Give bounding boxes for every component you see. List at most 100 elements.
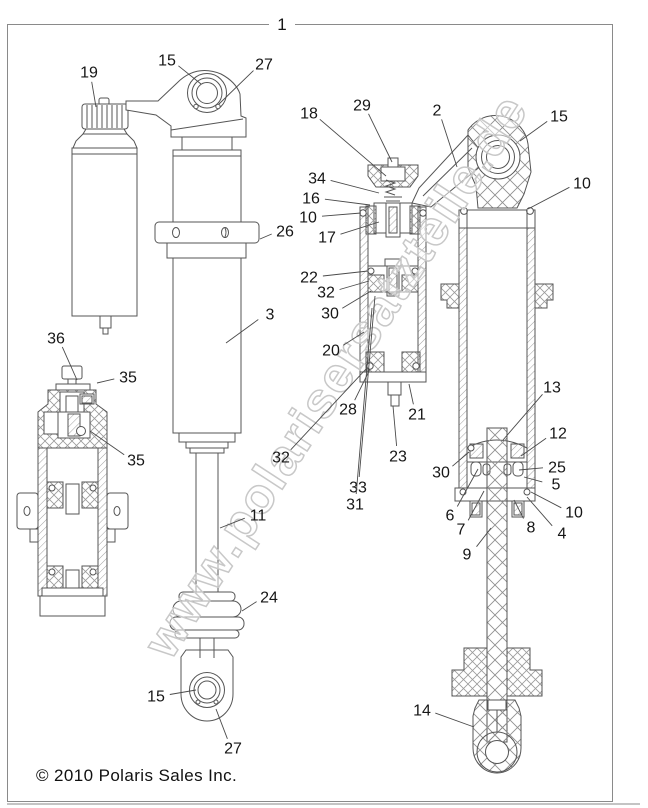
leader-line-23	[392, 405, 398, 447]
callout-25: 25	[518, 460, 566, 477]
leader-line-32	[339, 280, 370, 290]
bottom-eyelet-section	[472, 699, 522, 774]
callout-label-25: 25	[548, 460, 566, 477]
leader-line-6	[456, 468, 479, 507]
valve-spring	[384, 179, 397, 196]
leader-line-15	[169, 689, 197, 695]
callout-17: 17	[318, 221, 380, 247]
callout-11: 11	[219, 508, 266, 529]
callout-label-34: 34	[308, 171, 326, 188]
leader-line-28	[354, 368, 371, 401]
callout-16: 16	[302, 191, 371, 208]
leader-line-21	[408, 383, 414, 405]
callout-label-3: 3	[266, 307, 275, 324]
callout-label-23: 23	[389, 449, 407, 466]
callout-label-4: 4	[558, 526, 567, 543]
leader-line-20	[343, 331, 365, 346]
callout-label-6: 6	[446, 508, 455, 525]
callout-27: 27	[218, 57, 273, 105]
callout-label-16: 16	[302, 191, 320, 208]
leader-line-9	[476, 527, 492, 547]
callout-4: 4	[526, 496, 567, 543]
callout-13: 13	[502, 380, 561, 441]
callout-7: 7	[457, 490, 485, 539]
shock-body	[172, 149, 242, 434]
leader-line-35	[96, 378, 115, 384]
callout-10: 10	[527, 176, 591, 210]
callout-label-15: 15	[147, 689, 165, 706]
callout-35: 35	[96, 370, 137, 387]
callout-label-14: 14	[413, 703, 431, 720]
callout-label-29: 29	[353, 98, 371, 115]
callout-12: 12	[520, 426, 567, 457]
callout-31: 31	[346, 307, 373, 514]
callout-6: 6	[446, 468, 479, 525]
leader-line-5	[523, 476, 543, 483]
callout-15: 15	[158, 53, 202, 85]
callout-label-21: 21	[408, 407, 426, 424]
callout-label-10: 10	[573, 176, 591, 193]
callout-label-30: 30	[432, 465, 450, 482]
bump-stop	[169, 591, 245, 639]
clamp-ear-left	[440, 283, 460, 309]
leader-line-19	[91, 81, 97, 108]
callout-34: 34	[308, 171, 380, 194]
callout-label-26: 26	[276, 224, 294, 241]
callout-label-17: 17	[318, 230, 336, 247]
leader-line-29	[368, 113, 393, 163]
callout-label-2: 2	[433, 103, 442, 120]
callout-label-8: 8	[527, 520, 536, 537]
callout-label-10: 10	[299, 210, 317, 227]
callout-label-35: 35	[119, 370, 137, 387]
callout-23: 23	[389, 405, 407, 466]
bump-stop-right	[506, 647, 543, 697]
callout-label-12: 12	[549, 426, 567, 443]
callout-26: 26	[259, 224, 294, 241]
leader-line-35	[89, 430, 125, 456]
leader-line-33	[358, 295, 376, 478]
reservoir-body	[71, 147, 138, 317]
callout-3: 3	[225, 307, 275, 344]
leader-line-10	[530, 491, 562, 509]
leader-line-34	[330, 179, 380, 194]
callout-label-27: 27	[255, 57, 273, 74]
bump-stop-left	[451, 647, 488, 697]
left-shock-view	[71, 70, 260, 722]
leader-line-22	[322, 270, 369, 277]
callout-label-36: 36	[47, 331, 65, 348]
reservoir-clamp	[154, 221, 260, 244]
outer-tube-wall-left	[458, 227, 468, 489]
leader-line-27	[218, 70, 254, 105]
adjuster-screw	[387, 157, 399, 168]
reservoir-valve-assembly	[16, 365, 129, 617]
callout-label-28: 28	[339, 402, 357, 419]
callout-33: 33	[349, 295, 376, 497]
shaft-section	[486, 427, 508, 743]
leader-line-30	[342, 290, 372, 309]
leader-line-13	[502, 394, 543, 441]
leader-line-2	[441, 119, 458, 168]
leader-line-17	[340, 221, 380, 235]
callout-19: 19	[80, 65, 98, 108]
callout-label-24: 24	[260, 590, 278, 607]
leader-line-3	[225, 319, 259, 344]
leader-line-10	[527, 186, 570, 210]
leader-line-14	[435, 712, 475, 728]
callout-10: 10	[299, 210, 362, 227]
callout-label-18: 18	[300, 106, 318, 123]
callout-30: 30	[321, 290, 372, 323]
callout-label-32: 32	[317, 285, 335, 302]
leader-line-24	[241, 601, 257, 612]
callout-label-19: 19	[80, 65, 98, 82]
leader-line-8	[513, 499, 524, 519]
leader-line-36	[61, 346, 78, 381]
leader-line-7	[467, 490, 485, 521]
tube-collar	[458, 209, 536, 229]
leader-line-32	[290, 368, 367, 451]
callout-20: 20	[322, 331, 365, 360]
callout-label-30: 30	[321, 306, 339, 323]
callout-36: 36	[47, 331, 78, 381]
callout-24: 24	[241, 590, 278, 612]
